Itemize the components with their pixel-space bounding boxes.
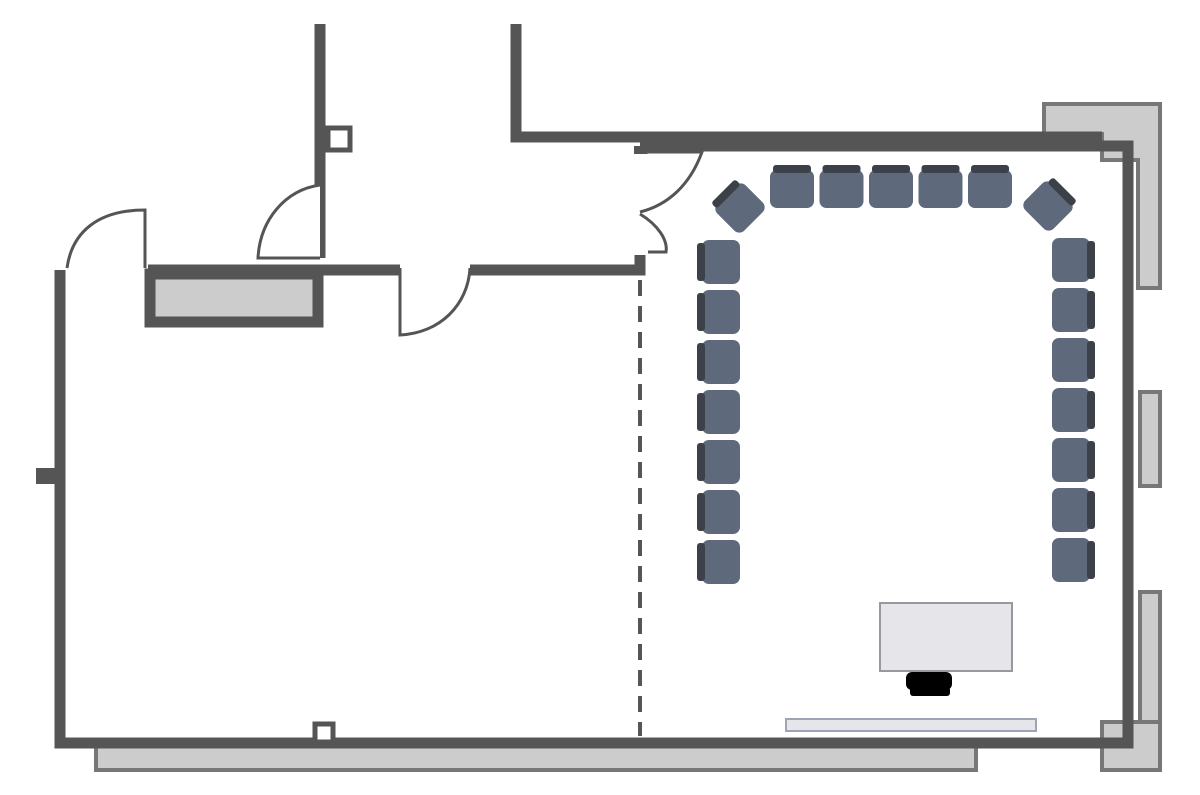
door-jamb-right (634, 146, 648, 154)
chair-top-3 (869, 165, 913, 208)
chair-left-5 (697, 440, 740, 484)
walls (54, 24, 1134, 749)
chair-right-4 (1052, 388, 1095, 432)
chair-right-2 (1052, 288, 1095, 332)
chair-top-4 (918, 165, 963, 208)
door-right-double[interactable] (639, 150, 705, 254)
chair-left-6 (697, 490, 740, 534)
door-middle[interactable] (398, 267, 472, 337)
chair-right-5 (1052, 438, 1095, 482)
door-left[interactable] (65, 208, 147, 269)
storage-closet (144, 268, 324, 328)
chair-left-7 (697, 540, 740, 584)
presenter-chair (906, 672, 952, 696)
chair-group (697, 165, 1095, 584)
chair-right-1 (1052, 238, 1095, 282)
exterior-column-right-mid (1138, 390, 1162, 488)
chair-right-6 (1052, 488, 1095, 532)
wall-stub-bottom (312, 721, 336, 745)
chair-right-3 (1052, 338, 1095, 382)
chair-corner-left (712, 180, 765, 233)
chair-corner-right (1023, 178, 1076, 231)
chair-top-2 (819, 165, 864, 208)
chair-top-5 (968, 165, 1012, 208)
front-counter (785, 718, 1037, 732)
presenter-desk (879, 602, 1013, 672)
chair-left-3 (697, 340, 740, 384)
wall-stub-left (36, 468, 62, 484)
chair-left-4 (697, 390, 740, 434)
chair-top-1 (770, 165, 814, 208)
chair-left-1 (697, 240, 740, 284)
door-top-left[interactable] (256, 183, 321, 260)
wall-niche-top (325, 125, 353, 153)
chair-left-2 (697, 290, 740, 334)
chair-right-7 (1052, 538, 1095, 582)
exterior-column-right-low (1138, 590, 1162, 724)
